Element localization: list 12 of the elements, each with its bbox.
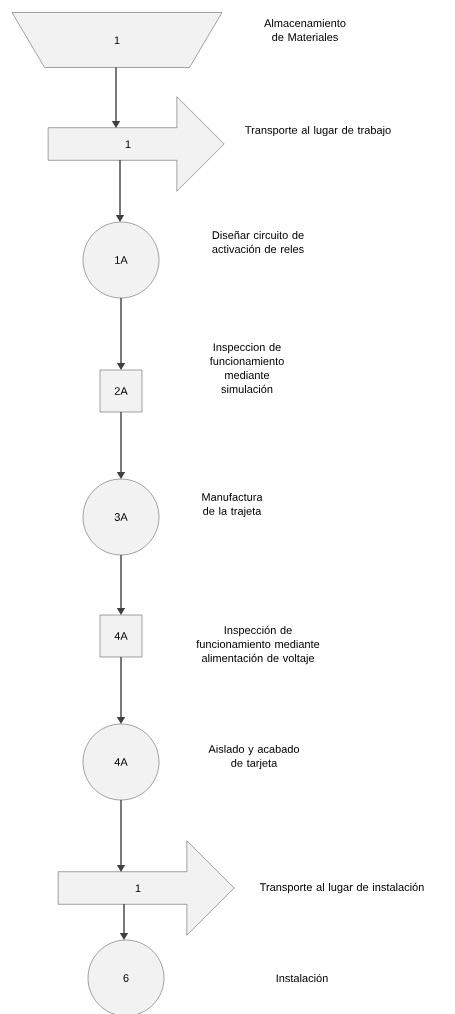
caption: Instalación xyxy=(276,973,328,983)
inspection-square: 4A xyxy=(99,614,143,658)
node-caption: Transporte al lugar de trabajo xyxy=(245,125,391,137)
caption: Inspección de funcionamiento mediante alimentación de voltaje xyxy=(196,625,320,665)
inspection-square: 2A xyxy=(99,369,143,413)
caption: Aislado y acabado de tarjeta xyxy=(208,744,300,770)
caption: Inspeccion de funcionamiento mediante simulación xyxy=(209,342,284,394)
node-caption: Transporte al lugar de instalación xyxy=(259,882,424,894)
node-caption: Almacenamiento de Materiales xyxy=(264,18,346,42)
storage-trapezoid: 1 xyxy=(11,12,223,68)
caption: Diseñar circuito de activación de reles xyxy=(212,230,304,254)
node-caption: Manufactura de la trajeta xyxy=(202,492,263,518)
